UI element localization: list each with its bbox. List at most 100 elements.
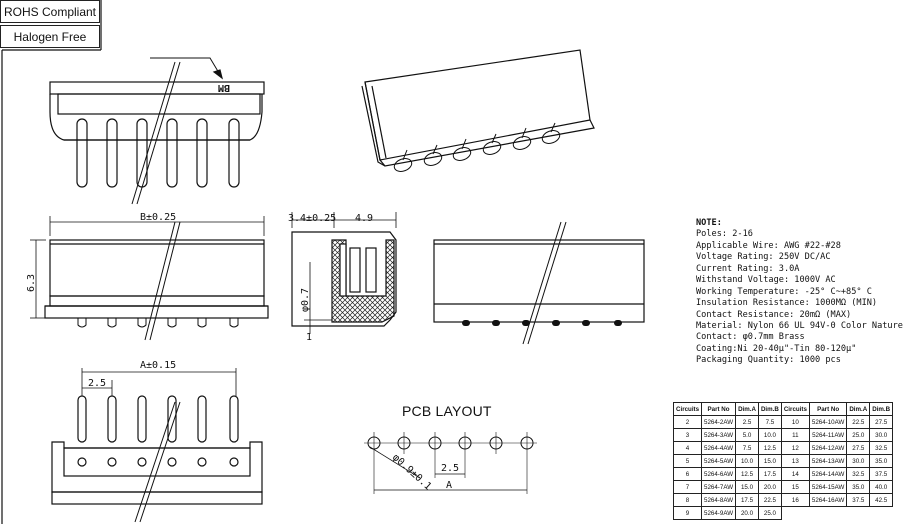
- halogen-free-badge-label: Halogen Free: [13, 29, 87, 44]
- table-cell: 37.5: [846, 493, 871, 507]
- table-cell: 5264-4AW: [701, 441, 737, 455]
- table-cell: 13: [780, 454, 810, 468]
- table-cell: 9: [672, 506, 703, 520]
- table-cell: 15.0: [757, 454, 782, 468]
- table-cell: [809, 507, 846, 520]
- table-cell: 16: [780, 493, 810, 507]
- table-cell: 5264-12AW: [808, 441, 848, 455]
- dim-pin-dia-label: φ0.7: [300, 288, 311, 312]
- table-cell: 17.5: [757, 467, 782, 481]
- dim-height-label: 6.3: [26, 274, 37, 292]
- table-cell: 2: [672, 415, 703, 429]
- table-cell: 5264-3AW: [701, 428, 737, 442]
- pcb-span-label: A: [446, 480, 452, 491]
- table-cell: 27.5: [869, 415, 894, 429]
- note-line: Working Temperature: -25° C~+85° C: [696, 286, 872, 297]
- dim-b-label: B±0.25: [140, 212, 176, 223]
- side-view-top: [49, 57, 265, 205]
- table-cell: 12.5: [735, 467, 759, 481]
- table-cell: 5264-15AW: [808, 480, 848, 494]
- table-header-cell: Circuits: [672, 402, 703, 416]
- table-cell: 10: [780, 415, 810, 429]
- table-cell: 5264-5AW: [701, 454, 737, 468]
- table-header-cell: Part No: [701, 402, 737, 416]
- table-cell: 37.5: [869, 467, 894, 481]
- table-cell: 22.5: [757, 493, 782, 507]
- table-cell: 5: [672, 454, 703, 468]
- dim-depth-a-label: 3.4±0.25: [288, 213, 336, 224]
- dim-pitch-label: 2.5: [88, 378, 106, 389]
- note-line: Withstand Voltage: 1000V AC: [696, 275, 836, 286]
- table-header-cell: Dim.B: [869, 402, 894, 416]
- table-cell: [847, 507, 870, 520]
- table-cell: 10.0: [757, 428, 782, 442]
- table-cell: 15.0: [735, 480, 759, 494]
- note-line: Packaging Quantity: 1000 pcs: [696, 355, 841, 366]
- table-cell: 6: [672, 467, 703, 481]
- table-cell: 7.5: [735, 441, 759, 455]
- table-cell: 11: [780, 428, 810, 442]
- table-cell: 5264-6AW: [701, 467, 737, 481]
- isometric-view: [361, 49, 595, 172]
- table-cell: 42.5: [869, 493, 894, 507]
- table-cell: 4: [672, 441, 703, 455]
- note-line: Current Rating: 3.0A: [696, 263, 800, 274]
- note-line: Contact Resistance: 20mΩ (MAX): [696, 309, 852, 320]
- table-cell: 32.5: [869, 441, 894, 455]
- table-cell: 10.0: [735, 454, 759, 468]
- table-cell: [870, 507, 893, 520]
- table-cell: 7.5: [757, 415, 782, 429]
- table-cell: 5264-14AW: [808, 467, 848, 481]
- rohs-badge: ROHS Compliant: [0, 0, 100, 23]
- table-cell: 2.5: [735, 415, 759, 429]
- table-cell: 5264-13AW: [808, 454, 848, 468]
- table-header-cell: Circuits: [780, 402, 810, 416]
- table-cell: 3: [672, 428, 703, 442]
- pcb-layout-drawing: [364, 432, 537, 494]
- table-header-cell: Dim.A: [846, 402, 871, 416]
- table-cell: 12: [780, 441, 810, 455]
- bm-marking: BM: [218, 82, 230, 93]
- note-line: Material: Nylon 66 UL 94V-0 Color Nature: [696, 320, 903, 331]
- table-cell: 15: [780, 480, 810, 494]
- notes-title: NOTE:: [696, 218, 722, 228]
- note-line: Insulation Resistance: 1000MΩ (MIN): [696, 298, 878, 309]
- note-line: Voltage Rating: 250V DC/AC: [696, 252, 831, 263]
- table-cell: 5.0: [735, 428, 759, 442]
- table-cell: 5264-2AW: [701, 415, 737, 429]
- table-cell: 32.5: [846, 467, 871, 481]
- note-line: Coating:Ni 20-40μ"-Tin 80-120μ": [696, 343, 857, 354]
- bottom-view: [51, 368, 263, 523]
- table-cell: 5264-16AW: [808, 493, 848, 507]
- table-cell: 30.0: [846, 454, 871, 468]
- table-cell: 25.0: [757, 506, 782, 520]
- table-cell: 22.5: [846, 415, 871, 429]
- table-cell: 12.5: [757, 441, 782, 455]
- table-header-cell: Part No: [808, 402, 848, 416]
- table-cell: 20.0: [735, 506, 759, 520]
- dim-span-label: A±0.15: [140, 360, 176, 371]
- section-view: [291, 212, 397, 334]
- table-header-cell: Dim.B: [757, 402, 782, 416]
- note-line: Poles: 2-16: [696, 229, 753, 240]
- table-cell: 40.0: [869, 480, 894, 494]
- dim-depth-b-label: 4.9: [355, 213, 373, 224]
- table-cell: 30.0: [869, 428, 894, 442]
- table-cell: 5264-7AW: [701, 480, 737, 494]
- table-cell: 35.0: [869, 454, 894, 468]
- pcb-layout-title: PCB LAYOUT: [402, 403, 492, 419]
- pcb-hole-label: φ0.9±0.1: [390, 452, 433, 492]
- table-cell: 20.0: [757, 480, 782, 494]
